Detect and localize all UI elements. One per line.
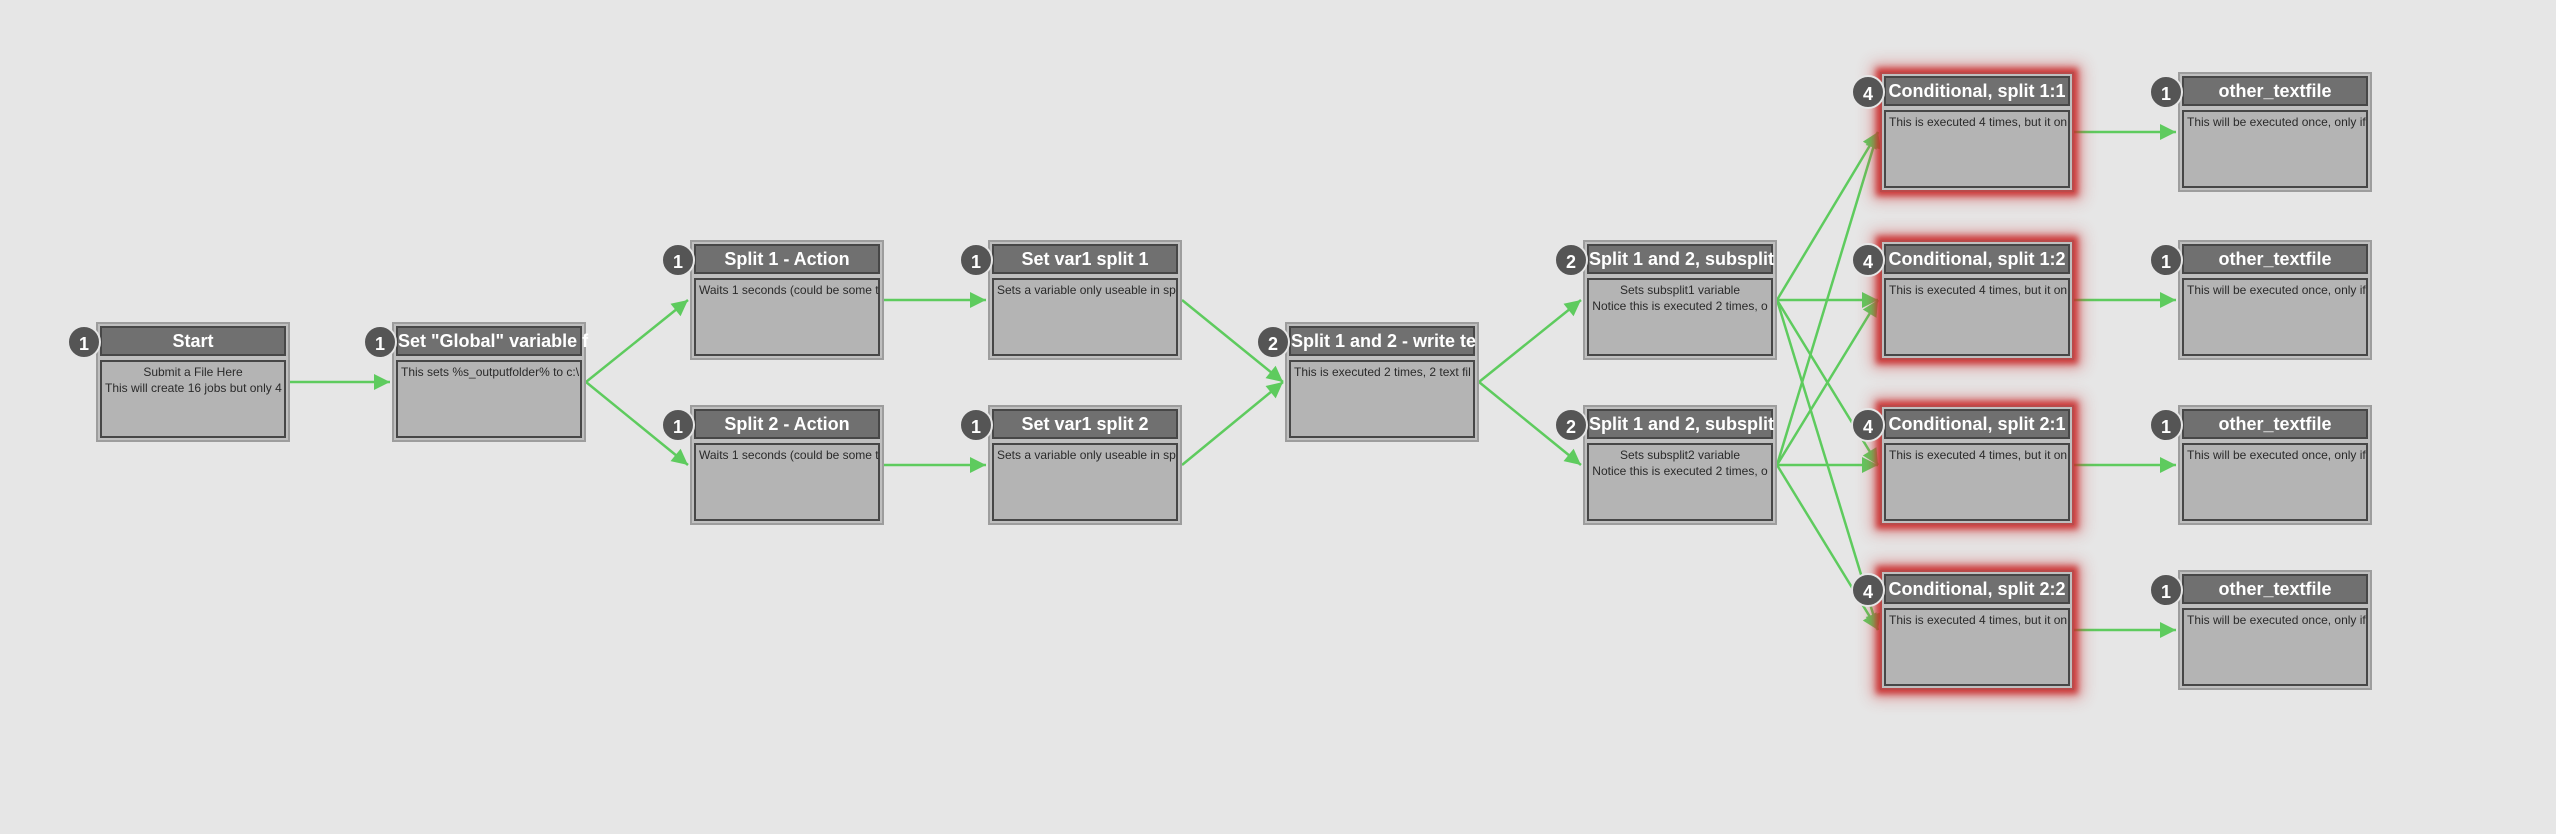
link-subsplit2-cond11 bbox=[1775, 131, 1880, 466]
node-title: Split 2 - Action bbox=[694, 409, 880, 439]
execution-count-badge: 1 bbox=[959, 408, 993, 442]
node-description: This sets %s_outputfolder% to c:\ bbox=[396, 360, 582, 438]
link-arrowhead-icon bbox=[374, 374, 390, 390]
link-write-subsplit1 bbox=[1478, 299, 1582, 383]
node-global[interactable]: Set "Global" variable f This sets %s_outp… bbox=[363, 322, 588, 442]
node-description: This is executed 4 times, but it on bbox=[1884, 608, 2070, 686]
node-write[interactable]: Split 1 and 2 - write te This is executed… bbox=[1256, 322, 1479, 442]
execution-count-badge: 2 bbox=[1554, 408, 1588, 442]
node-title: Conditional, split 1:2 bbox=[1884, 244, 2070, 274]
node-setvar2[interactable]: Set var1 split 2 Sets a variable only use… bbox=[959, 405, 1182, 525]
link-arrowhead-icon bbox=[670, 448, 688, 465]
node-description: This will be executed once, only if bbox=[2182, 278, 2368, 356]
node-description: This is executed 2 times, 2 text fil bbox=[1289, 360, 1475, 438]
node-title: other_textfile bbox=[2182, 574, 2368, 604]
link-arrowhead-icon bbox=[1862, 612, 1878, 630]
node-setvar1[interactable]: Set var1 split 1 Sets a variable only use… bbox=[959, 240, 1182, 360]
execution-count-badge: 2 bbox=[1554, 243, 1588, 277]
node-description: This will be executed once, only if bbox=[2182, 608, 2368, 686]
link-arrowhead-icon bbox=[2160, 124, 2176, 140]
node-title: other_textfile bbox=[2182, 409, 2368, 439]
link-arrowhead-icon bbox=[1865, 132, 1882, 150]
link-arrowhead-icon bbox=[970, 457, 986, 473]
node-title: other_textfile bbox=[2182, 76, 2368, 106]
execution-count-badge: 4 bbox=[1851, 75, 1885, 109]
node-title: Split 1 and 2, subsplit bbox=[1587, 244, 1774, 274]
link-write-subsplit2 bbox=[1478, 381, 1582, 466]
node-description: Submit a File Here This will create 16 j… bbox=[100, 360, 286, 438]
link-arrowhead-icon bbox=[2160, 457, 2176, 473]
execution-count-badge: 4 bbox=[1851, 573, 1885, 607]
execution-count-badge: 4 bbox=[1851, 408, 1885, 442]
node-title: Split 1 and 2 - write te bbox=[1289, 326, 1476, 356]
node-title: Split 1 - Action bbox=[694, 244, 880, 274]
node-description: Waits 1 seconds (could be some t bbox=[694, 278, 880, 356]
execution-count-badge: 1 bbox=[67, 325, 101, 359]
node-description: This is executed 4 times, but it on bbox=[1884, 110, 2070, 188]
link-subsplit2-cond12 bbox=[1775, 299, 1880, 466]
execution-count-badge: 1 bbox=[2149, 75, 2183, 109]
node-title: Conditional, split 1:1 bbox=[1884, 76, 2070, 106]
link-global-split1action bbox=[585, 299, 689, 383]
link-arrowhead-icon bbox=[1862, 300, 1878, 318]
execution-count-badge: 1 bbox=[363, 325, 397, 359]
link-arrowhead-icon bbox=[1265, 382, 1283, 399]
link-arrowhead-icon bbox=[970, 292, 986, 308]
node-description: Sets subsplit2 variable Notice this is e… bbox=[1587, 443, 1773, 521]
execution-count-badge: 4 bbox=[1851, 243, 1885, 277]
node-title: Split 1 and 2, subsplit bbox=[1587, 409, 1774, 439]
link-arrowhead-icon bbox=[1563, 300, 1581, 317]
link-arrowhead-icon bbox=[1563, 448, 1581, 465]
node-title: Conditional, split 2:2 bbox=[1884, 574, 2070, 604]
execution-count-badge: 1 bbox=[2149, 408, 2183, 442]
node-title: Conditional, split 2:1 bbox=[1884, 409, 2070, 439]
execution-count-badge: 1 bbox=[2149, 243, 2183, 277]
execution-count-badge: 1 bbox=[959, 243, 993, 277]
link-arrowhead-icon bbox=[1862, 447, 1878, 465]
node-description: Sets a variable only useable in sp bbox=[992, 278, 1178, 356]
node-title: Set var1 split 2 bbox=[992, 409, 1178, 439]
link-arrowhead-icon bbox=[1265, 365, 1283, 382]
node-description: This is executed 4 times, but it on bbox=[1884, 278, 2070, 356]
link-arrowhead-icon bbox=[1862, 457, 1878, 473]
execution-count-badge: 1 bbox=[2149, 573, 2183, 607]
link-setvar1-write bbox=[1181, 299, 1284, 383]
node-title: Start bbox=[100, 326, 286, 356]
execution-count-badge: 2 bbox=[1256, 325, 1290, 359]
node-title: Set var1 split 1 bbox=[992, 244, 1178, 274]
link-arrowhead-icon bbox=[1862, 292, 1878, 308]
link-arrowhead-icon bbox=[670, 300, 688, 317]
node-description: Sets subsplit1 variable Notice this is e… bbox=[1587, 278, 1773, 356]
node-description: Sets a variable only useable in sp bbox=[992, 443, 1178, 521]
node-title: Set "Global" variable f bbox=[396, 326, 588, 356]
link-arrowhead-icon bbox=[2160, 622, 2176, 638]
node-description: Waits 1 seconds (could be some t bbox=[694, 443, 880, 521]
link-arrowhead-icon bbox=[2160, 292, 2176, 308]
execution-count-badge: 1 bbox=[661, 243, 695, 277]
node-description: This is executed 4 times, but it on bbox=[1884, 443, 2070, 521]
node-title: other_textfile bbox=[2182, 244, 2368, 274]
link-global-split2action bbox=[585, 381, 689, 466]
link-subsplit1-cond11 bbox=[1775, 131, 1880, 301]
execution-count-badge: 1 bbox=[661, 408, 695, 442]
link-setvar2-write bbox=[1181, 381, 1284, 466]
node-description: This will be executed once, only if bbox=[2182, 110, 2368, 188]
node-description: This will be executed once, only if bbox=[2182, 443, 2368, 521]
